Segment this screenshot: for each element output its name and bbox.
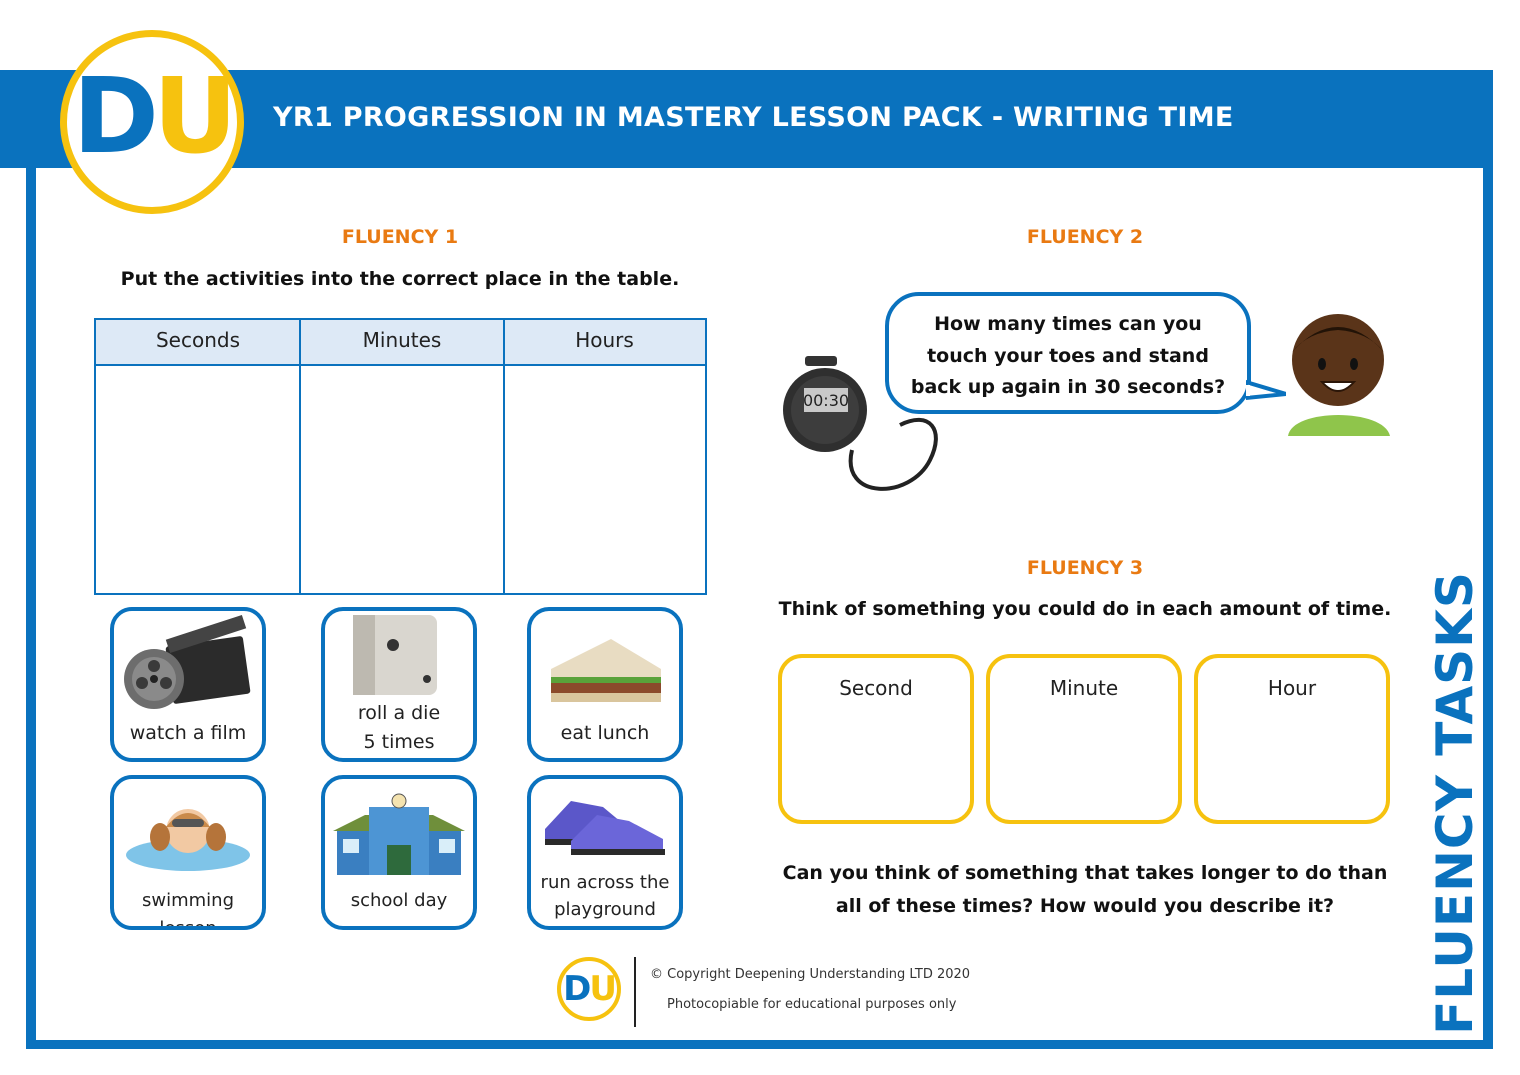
column-header-seconds: Seconds <box>96 320 300 366</box>
activity-label: eat lunch <box>560 722 650 744</box>
column-header-minutes: Minutes <box>300 320 504 366</box>
school-building-icon <box>333 793 465 875</box>
fluency3-question: Can you think of something that takes lo… <box>782 862 1388 917</box>
answer-box-minute[interactable]: Minute <box>986 654 1182 824</box>
activity-card-school-day[interactable]: school day <box>321 775 477 930</box>
footer-logo: DU <box>557 957 621 1021</box>
fluency1-instruction: Put the activities into the correct plac… <box>120 268 680 290</box>
activity-label: run across the playground <box>540 872 670 920</box>
column-header-hours: Hours <box>504 320 705 366</box>
fluency3-instruction: Think of something you could do in each … <box>778 598 1392 620</box>
activity-card-watch-film[interactable]: watch a film <box>110 607 266 762</box>
footer-note: Photocopiable for educational purposes o… <box>667 997 957 1012</box>
answer-box-second[interactable]: Second <box>778 654 974 824</box>
du-logo: DU <box>60 30 244 214</box>
activity-card-run-playground[interactable]: run across the playground <box>527 775 683 930</box>
stopwatch-display: 00:30 <box>803 391 849 410</box>
die-icon <box>353 615 437 695</box>
fluency1-heading: FLUENCY 1 <box>341 226 459 248</box>
page-title: YR1 PROGRESSION IN MASTERY LESSON PACK -… <box>273 102 1234 133</box>
swimmer-icon <box>126 809 250 871</box>
activity-card-swimming-lesson[interactable]: swimming lesson <box>110 775 266 930</box>
answer-box-label: Minute <box>1049 676 1119 700</box>
sandwich-icon <box>551 639 661 702</box>
frame-right-border <box>1483 168 1493 1048</box>
fluency2-heading: FLUENCY 2 <box>1026 226 1144 248</box>
answer-box-label: Second <box>839 676 913 700</box>
sorting-table: Seconds Minutes Hours <box>94 318 707 595</box>
activity-label: swimming lesson <box>141 890 234 930</box>
side-title-text: FLUENCY TASKS <box>1426 571 1484 1035</box>
frame-left-border <box>26 168 36 1048</box>
child-avatar-icon <box>1288 314 1390 436</box>
activity-card-eat-lunch[interactable]: eat lunch <box>527 607 683 762</box>
answer-box-label: Hour <box>1267 676 1317 700</box>
activity-card-roll-die[interactable]: roll a die 5 times <box>321 607 477 762</box>
activity-label: roll a die 5 times <box>357 702 441 753</box>
frame-bottom-border <box>26 1040 1493 1049</box>
speech-bubble-tail <box>1246 379 1286 401</box>
trainers-icon <box>545 801 665 855</box>
activity-label: school day <box>350 890 448 911</box>
stopwatch-icon: 00:30 <box>783 356 938 491</box>
speech-bubble: How many times can you touch your toes a… <box>885 292 1251 414</box>
header-band <box>0 70 1493 168</box>
fluency2-question: How many times can you touch your toes a… <box>910 313 1226 398</box>
side-title: FLUENCY TASKS <box>1410 568 1500 1038</box>
activity-label: watch a film <box>129 722 247 744</box>
answer-box-hour[interactable]: Hour <box>1194 654 1390 824</box>
fluency3-heading: FLUENCY 3 <box>1026 557 1144 579</box>
table-divider <box>503 320 505 593</box>
table-divider <box>299 320 301 593</box>
footer-divider <box>634 957 636 1027</box>
footer-copyright: © Copyright Deepening Understanding LTD … <box>650 967 971 982</box>
film-reel-clapperboard-icon <box>124 614 251 709</box>
